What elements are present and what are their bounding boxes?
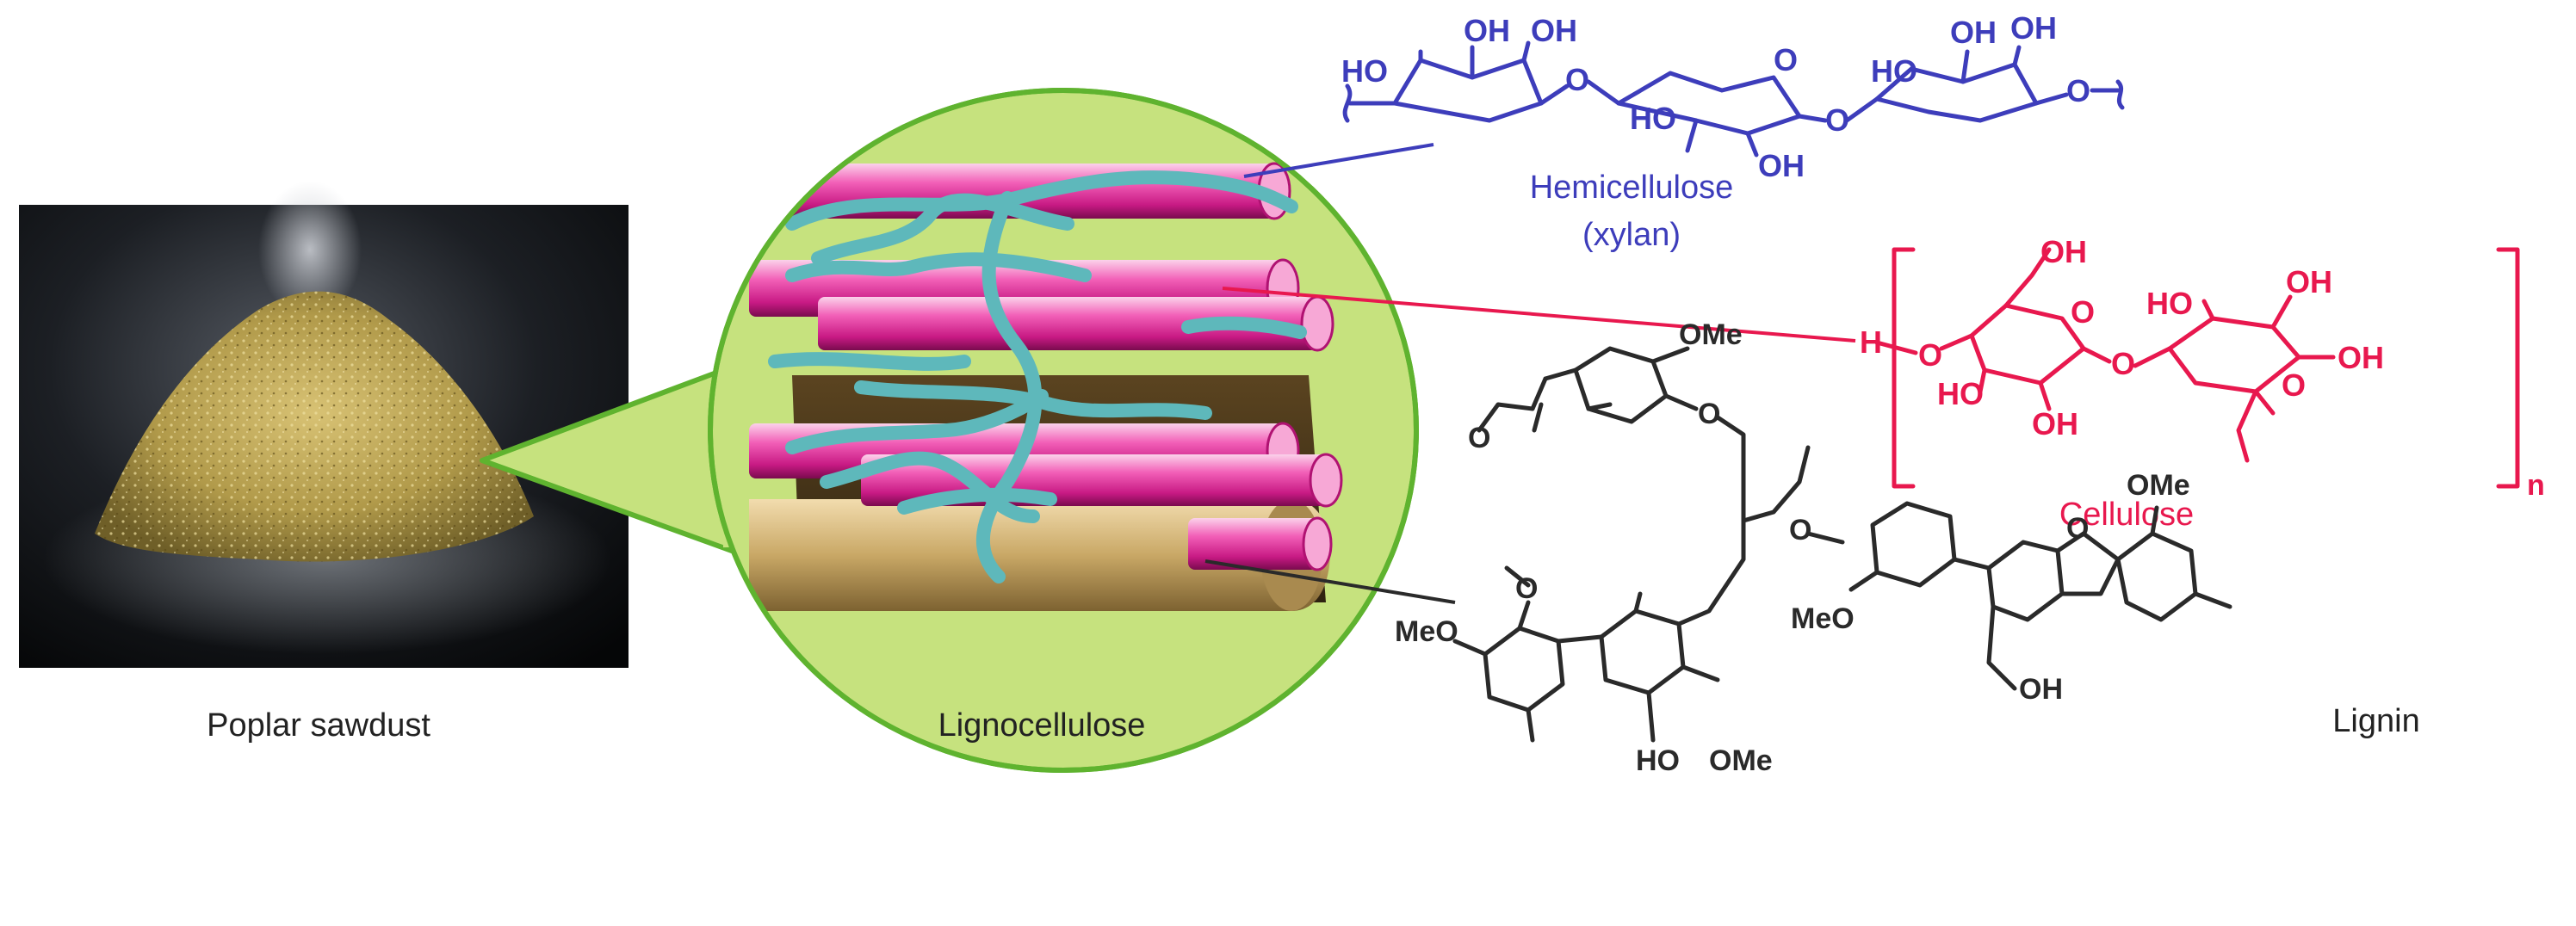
svg-text:HO: HO (1937, 376, 1984, 411)
svg-text:O: O (1918, 337, 1942, 373)
svg-text:O: O (1774, 42, 1798, 77)
svg-text:OMe: OMe (1679, 318, 1743, 351)
hemicellulose-atoms: HO OH OH O O O HO OH O HO OH OH O (1341, 10, 2090, 183)
svg-text:HO: HO (1630, 101, 1676, 136)
cellulose-label: Cellulose (2059, 497, 2194, 533)
svg-text:O: O (1825, 102, 1849, 138)
svg-text:O: O (1468, 422, 1490, 454)
svg-text:O: O (1565, 62, 1589, 97)
svg-text:OH: OH (2040, 234, 2087, 269)
lignocellulose-label: Lignocellulose (938, 707, 1146, 744)
svg-text:OH: OH (2032, 406, 2078, 441)
svg-text:O: O (1789, 514, 1811, 546)
svg-text:OH: OH (1758, 148, 1805, 183)
xylan-label: (xylan) (1582, 217, 1681, 253)
lignin-connector (1204, 559, 1456, 604)
hemicellulose-strands (768, 170, 1307, 583)
svg-text:O: O (2066, 73, 2090, 108)
lignin-label: Lignin (2332, 703, 2419, 739)
svg-text:O: O (2282, 367, 2306, 403)
svg-text:MeO: MeO (1791, 602, 1855, 635)
svg-text:O: O (1515, 572, 1538, 605)
svg-text:OMe: OMe (1709, 744, 1773, 777)
svg-text:n: n (2527, 469, 2545, 502)
cellulose-structure (1874, 247, 2520, 489)
lignin-atoms: O OMe O O MeO O O OMe HO OMe MeO OH (1395, 318, 2190, 777)
svg-text:MeO: MeO (1395, 615, 1458, 648)
hemicellulose-connector (1243, 143, 1434, 178)
lignocellulose-bubble (480, 88, 1419, 773)
lignin-structure (1452, 346, 2232, 743)
svg-text:OH: OH (2010, 10, 2057, 46)
svg-text:OH: OH (1950, 15, 1997, 50)
svg-text:H: H (1860, 324, 1882, 360)
svg-text:OH: OH (2019, 673, 2063, 706)
svg-text:OH: OH (2338, 340, 2384, 375)
svg-text:O: O (2066, 512, 2089, 545)
sawdust-photo (19, 181, 629, 668)
poplar-sawdust-label: Poplar sawdust (207, 707, 430, 744)
svg-text:OH: OH (2286, 264, 2332, 299)
svg-text:OH: OH (1531, 13, 1577, 48)
hemicellulose-label: Hemicellulose (1530, 170, 1734, 206)
hemicellulose-structure (1342, 40, 2125, 157)
svg-text:O: O (2071, 294, 2095, 330)
svg-text:HO: HO (1636, 744, 1680, 777)
svg-text:HO: HO (2146, 286, 2193, 321)
svg-text:O: O (1698, 398, 1720, 430)
cellulose-connector (1222, 287, 1856, 343)
svg-text:OMe: OMe (2127, 469, 2190, 502)
svg-text:OH: OH (1464, 13, 1510, 48)
svg-text:O: O (2111, 346, 2135, 381)
svg-text:HO: HO (1341, 53, 1388, 89)
svg-text:HO: HO (1871, 53, 1917, 89)
cellulose-atoms: H O OH O HO OH O HO OH O OH n (1860, 234, 2545, 502)
